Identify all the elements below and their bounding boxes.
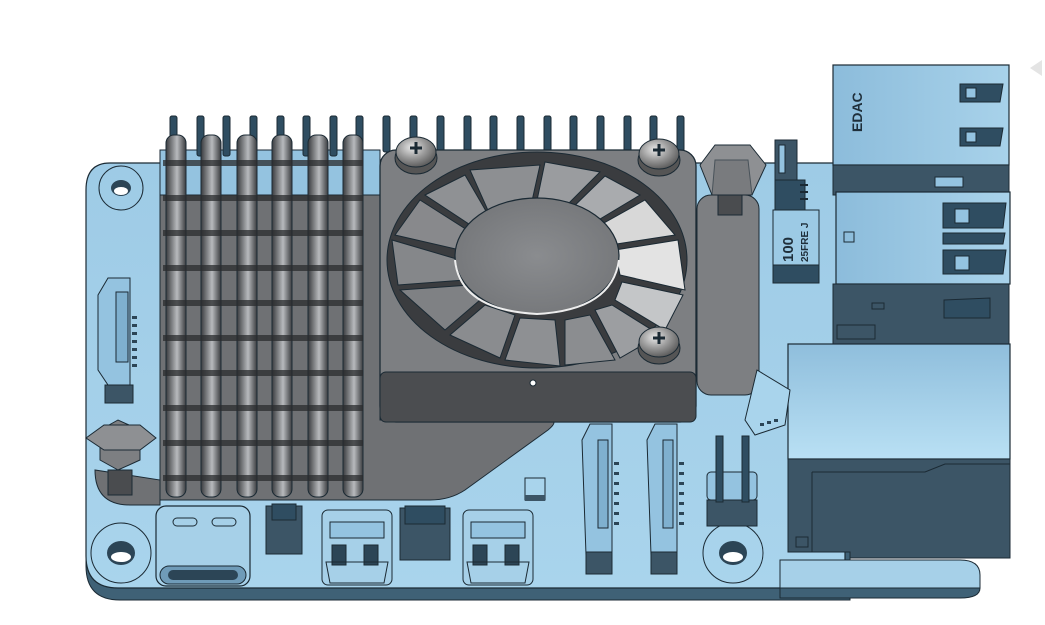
- heatsink: [159, 115, 685, 501]
- fan-screw-bottom-right: [637, 326, 681, 365]
- mounting-hole-bottom-left: [90, 522, 152, 584]
- two-pin-header: [706, 435, 758, 527]
- csi-connector-2: [646, 423, 684, 575]
- fan-screw-top-right: [637, 138, 681, 177]
- mounting-hole-bottom-right: [702, 522, 764, 584]
- cooling-fan[interactable]: [379, 149, 697, 423]
- fan-connector: [774, 139, 808, 211]
- usb-port-top[interactable]: EDAC: [832, 64, 1010, 196]
- ic-chip: [744, 369, 791, 436]
- usb-port-bottom[interactable]: [832, 191, 1011, 345]
- micro-hdmi-port-1[interactable]: [321, 509, 393, 586]
- ethernet-port[interactable]: [787, 343, 1011, 559]
- display-ribbon-connector: [97, 277, 137, 404]
- fan-screw-top-left: [394, 136, 438, 175]
- marked-component: 100 25FRE J: [772, 209, 820, 284]
- usb-housing-label: EDAC: [849, 92, 865, 132]
- standoff-left: [85, 419, 161, 506]
- component-code-label: 25FRE J: [800, 223, 811, 262]
- jst-connector-2: [399, 505, 451, 561]
- fan-blades: [391, 161, 686, 367]
- smd-component: [524, 477, 546, 501]
- micro-hdmi-port-2[interactable]: [462, 509, 534, 586]
- fin-ridges: [163, 160, 363, 481]
- usb-c-power-port[interactable]: [155, 505, 251, 587]
- jst-connector-1: [265, 503, 303, 555]
- mounting-hole-top-left: [98, 165, 144, 211]
- view-arrow-left-icon[interactable]: [1030, 60, 1042, 76]
- component-value-label: 100: [780, 237, 797, 262]
- standoff-right: [696, 144, 767, 396]
- csi-connector-1: [581, 423, 619, 575]
